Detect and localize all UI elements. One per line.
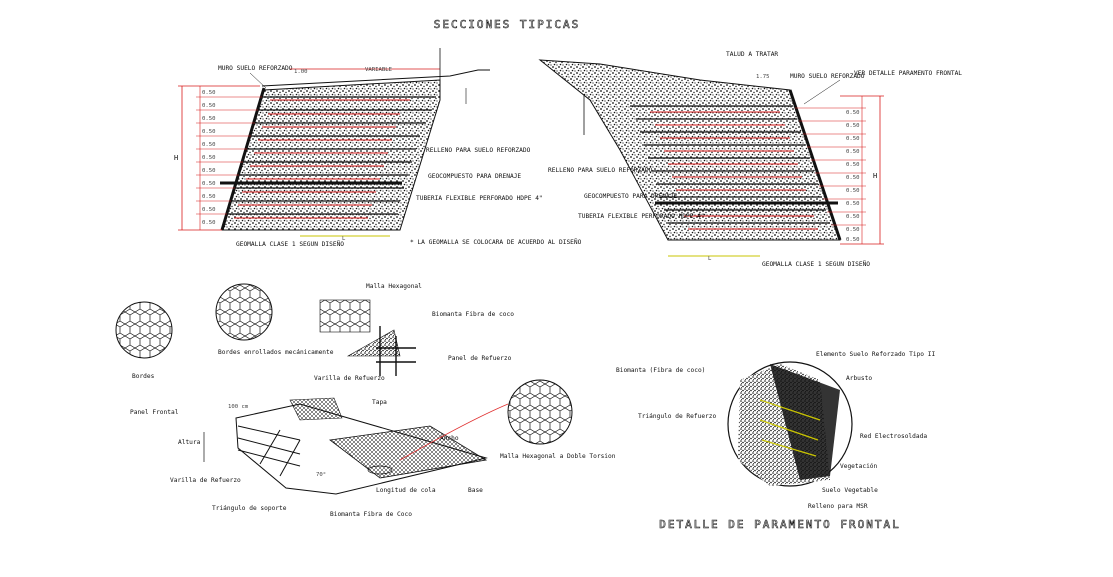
- label-triangulo-soporte: Triángulo de soporte: [212, 504, 287, 512]
- label-panel-frontal: Panel Frontal: [130, 409, 179, 416]
- right-spacing-10: 0.50: [846, 227, 859, 233]
- left-relleno-label: RELLENO PARA SUELO REFORZADO: [426, 147, 531, 154]
- gabion-tapa-mesh: [289, 397, 343, 421]
- left-spacing-2: 0.50: [202, 103, 215, 109]
- label-biomanta-coco: Biomanta Fibra de Coco: [330, 511, 412, 518]
- right-wall-face: [788, 89, 842, 241]
- label-varilla-refuerzo: Varilla de Refuerzo: [314, 375, 385, 382]
- label-ancho: Ancho: [440, 435, 459, 442]
- right-spacing-8: 0.50: [846, 201, 859, 207]
- right-ver-detalle: VER DETALLE PARAMENTO FRONTAL: [854, 70, 962, 77]
- label-elemento: Elemento Suelo Reforzado Tipo II: [816, 351, 935, 358]
- hex-mesh-circle-bordes-enrollados: [215, 283, 273, 341]
- left-tuberia-label: TUBERIA FLEXIBLE PERFORADO HDPE 4": [416, 195, 543, 202]
- section-right: 0.50 0.50 0.50 0.50 0.50 0.50 0.50 0.50 …: [538, 51, 962, 268]
- frontal-detail-title: DETALLE DE PARAMENTO FRONTAL: [659, 518, 900, 531]
- left-spacing-1: 0.50: [202, 90, 215, 96]
- gabion-base-mesh: [328, 425, 488, 479]
- right-spacing-2: 0.50: [846, 123, 859, 129]
- left-geocompuesto-label: GEOCOMPUESTO PARA DRENAJE: [428, 173, 521, 180]
- left-spacing-3: 0.50: [202, 116, 215, 122]
- hex-mesh-circle-bordes: [115, 301, 173, 359]
- right-l-label: L: [708, 256, 712, 262]
- label-malla-hexagonal: Malla Hexagonal: [366, 283, 422, 290]
- left-spacing-4: 0.50: [202, 129, 215, 135]
- label-base: Base: [468, 487, 483, 494]
- left-geomalla-label: GEOMALLA CLASE 1 SEGUN DISEÑO: [236, 239, 344, 248]
- right-tuberia-label: TUBERIA FLEXIBLE PERFORADO HDPE 4": [578, 213, 705, 220]
- right-spacing-5: 0.50: [846, 162, 859, 168]
- leader-doble-torsion: [399, 403, 509, 461]
- right-dim-top: 1.75: [756, 74, 769, 80]
- left-spacing-5: 0.50: [202, 142, 215, 148]
- label-altura: Altura: [178, 439, 201, 446]
- left-spacing-11: 0.50: [202, 220, 215, 226]
- left-fill-body: [221, 79, 441, 231]
- left-dim-top-2: VARIABLE: [365, 67, 393, 73]
- left-dim-top-1: 1.00: [294, 69, 307, 75]
- right-spacing-9: 0.50: [846, 214, 859, 220]
- right-spacing-6: 0.50: [846, 175, 859, 181]
- section-left: 0.50 0.50 0.50 0.50 0.50 0.50 0.50 0.50 …: [174, 48, 582, 248]
- label-biomanta: Biomanta (Fibra de coco): [616, 367, 705, 374]
- right-relleno-label: RELLENO PARA SUELO REFORZADO: [548, 167, 653, 174]
- label-bordes: Bordes: [132, 373, 155, 380]
- frontal-detail: Elemento Suelo Reforzado Tipo II Biomant…: [616, 351, 935, 531]
- left-muro-label: MURO SUELO REFORZADO: [218, 65, 293, 72]
- label-arbusto: Arbusto: [846, 375, 872, 382]
- label-malla-doble-torsion: Malla Hexagonal a Doble Torsion: [500, 453, 616, 460]
- hex-mesh-circle-doble-torsion: [507, 379, 573, 445]
- label-bordes-enrollados: Bordes enrollados mecánicamente: [218, 348, 334, 356]
- right-geocompuesto-label: GEOCOMPUESTO PARA DRENAJE: [584, 193, 677, 200]
- left-l-label: L: [342, 236, 346, 242]
- left-note: * LA GEOMALLA SE COLOCARA DE ACUERDO AL …: [410, 237, 582, 246]
- left-wall-face: [220, 87, 266, 231]
- left-spacing-6: 0.50: [202, 155, 215, 161]
- label-longitud-cola: Longitud de cola: [376, 487, 436, 494]
- label-tapa: Tapa: [372, 399, 387, 406]
- right-geomalla-label: GEOMALLA CLASE 1 SEGUN DISEÑO: [762, 259, 870, 268]
- right-muro-label: MURO SUELO REFORZADO: [790, 73, 865, 80]
- left-spacing-7: 0.50: [202, 168, 215, 174]
- left-spacing-8: 0.50: [202, 181, 215, 187]
- left-spacing-9: 0.50: [202, 194, 215, 200]
- right-spacing-1: 0.50: [846, 110, 859, 116]
- label-relleno-msr: Relleno para MSR: [808, 503, 868, 510]
- label-angle: 70°: [316, 472, 326, 478]
- hex-mesh-panel: [319, 299, 371, 333]
- label-vegetacion: Vegetación: [840, 462, 878, 470]
- left-height-label: H: [174, 154, 178, 162]
- right-spacing-7: 0.50: [846, 188, 859, 194]
- label-biomanta-fibra: Biomanta Fibra de coco: [432, 311, 514, 318]
- label-dim-100: 100 cm: [228, 404, 249, 410]
- label-suelo-vegetal: Suelo Vegetable: [822, 487, 878, 494]
- label-red-electro: Red Electrosoldada: [860, 433, 927, 440]
- drawing-title: SECCIONES TIPICAS: [434, 18, 581, 31]
- label-triangulo: Triángulo de Refuerzo: [638, 412, 717, 420]
- right-height-label: H: [873, 172, 877, 180]
- label-varilla-refuerzo-2: Varilla de Refuerzo: [170, 477, 241, 484]
- right-spacing-11: 0.50: [846, 237, 859, 243]
- right-talud-label: TALUD A TRATAR: [726, 51, 778, 58]
- right-spacing-3: 0.50: [846, 136, 859, 142]
- left-spacing-10: 0.50: [202, 207, 215, 213]
- label-panel-refuerzo: Panel de Refuerzo: [448, 355, 512, 362]
- right-spacing-4: 0.50: [846, 149, 859, 155]
- gabion-detail: Bordes Bordes enrollados mecánicamente M…: [115, 283, 616, 518]
